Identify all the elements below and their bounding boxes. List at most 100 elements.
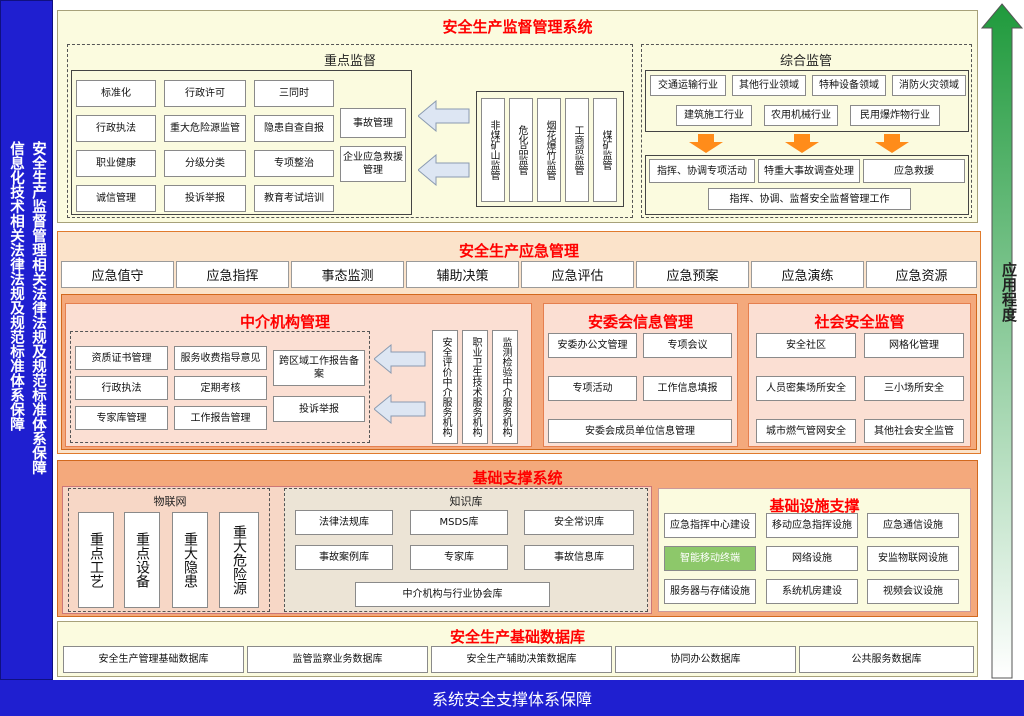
industry-item[interactable]: 烟花爆竹监管 [537,98,561,202]
emergency-title: 安全生产应急管理 [458,242,579,260]
emergency-tab[interactable]: 应急预案 [636,261,749,288]
database-item[interactable]: 安全生产管理基础数据库 [63,646,244,673]
committee-item[interactable]: 专项会议 [643,333,732,358]
agency-item[interactable]: 定期考核 [174,376,267,400]
social-item[interactable]: 安全社区 [756,333,856,358]
knowledge-item[interactable]: MSDS库 [410,510,508,535]
iot-item[interactable]: 重大危险源 [219,512,259,608]
social-item[interactable]: 城市燃气管网安全 [756,419,856,443]
agency-item[interactable]: 资质证书管理 [75,346,168,370]
comprehensive-item[interactable]: 特种设备领域 [812,75,886,96]
database-item[interactable]: 协同办公数据库 [615,646,796,673]
agency-item[interactable]: 行政执法 [75,376,168,400]
database-item[interactable]: 公共服务数据库 [799,646,974,673]
infra-item[interactable]: 应急指挥中心建设 [664,513,756,538]
comprehensive-item[interactable]: 建筑施工行业 [676,105,752,126]
key-item[interactable]: 隐患自查自报 [254,115,334,142]
database-item[interactable]: 安全生产辅助决策数据库 [431,646,612,673]
knowledge-item[interactable]: 安全常识库 [524,510,634,535]
key-item[interactable]: 专项整治 [254,150,334,177]
left-standards-bar: 安全生产监督管理相关法律法规及规范标准体系保障 信息化技术相关法律法规及规范标准… [0,0,53,680]
comprehensive-item[interactable]: 消防火灾领域 [892,75,966,96]
key-item[interactable]: 重大危险源监管 [164,115,246,142]
enterprise-rescue-management[interactable]: 企业应急救援管理 [340,146,406,182]
committee-title: 安委会信息管理 [587,313,693,331]
emergency-tab[interactable]: 应急值守 [61,261,174,288]
agency-org[interactable]: 职业卫生技术服务机构 [462,330,488,444]
command-item[interactable]: 指挥、协调专项活动 [649,159,755,183]
industry-item[interactable]: 煤矿监管 [593,98,617,202]
committee-item-wide[interactable]: 安委会成员单位信息管理 [548,419,732,443]
emergency-tab[interactable]: 应急演练 [751,261,864,288]
agency-item[interactable]: 服务收费指导意见 [174,346,267,370]
command-item[interactable]: 应急救援 [863,159,965,183]
knowledge-item[interactable]: 事故案例库 [295,545,393,570]
iot-item[interactable]: 重点工艺 [78,512,114,608]
social-item[interactable]: 三小场所安全 [864,376,964,401]
iot-title: 物联网 [153,495,187,508]
key-item[interactable]: 行政许可 [164,80,246,107]
key-item[interactable]: 三同时 [254,80,334,107]
infra-item[interactable]: 安监物联网设施 [867,546,959,571]
emergency-tab[interactable]: 应急评估 [521,261,634,288]
committee-item[interactable]: 专项活动 [548,376,637,401]
agency-item[interactable]: 工作报告管理 [174,406,267,430]
key-item[interactable]: 职业健康 [76,150,156,177]
comprehensive-item[interactable]: 交通运输行业 [650,75,726,96]
bottom-security-bar: 系统安全支撑体系保障 [0,680,1024,716]
industry-item[interactable]: 工商贸监管 [565,98,589,202]
agency-org[interactable]: 监测检验中介服务机构 [492,330,518,444]
infra-item[interactable]: 应急通信设施 [867,513,959,538]
key-item[interactable]: 投诉举报 [164,185,246,212]
iot-item[interactable]: 重大隐患 [172,512,208,608]
arrow-left-icon [418,100,470,132]
emergency-tab[interactable]: 辅助决策 [406,261,519,288]
comprehensive-supervision-title: 综合监管 [779,54,832,69]
database-item[interactable]: 监管监察业务数据库 [247,646,428,673]
key-supervision-title: 重点监督 [323,54,376,69]
agency-side-item[interactable]: 投诉举报 [273,396,365,422]
key-item[interactable]: 分级分类 [164,150,246,177]
committee-item[interactable]: 安委办公文管理 [548,333,637,358]
comprehensive-item[interactable]: 农用机械行业 [764,105,838,126]
social-item[interactable]: 其他社会安全监管 [864,419,964,443]
industry-item[interactable]: 非煤矿山监管 [481,98,505,202]
infra-item[interactable]: 视频会议设施 [867,579,959,604]
key-item[interactable]: 行政执法 [76,115,156,142]
emergency-tab[interactable]: 事态监测 [291,261,404,288]
comprehensive-item[interactable]: 其他行业领域 [732,75,806,96]
supervision-title: 安全生产监督管理系统 [442,18,593,36]
key-item[interactable]: 诚信管理 [76,185,156,212]
arrow-down-icon [689,134,723,153]
knowledge-item-wide[interactable]: 中介机构与行业协会库 [355,582,550,607]
infra-item-highlight[interactable]: 智能移动终端 [664,546,756,571]
key-item[interactable]: 教育考试培训 [254,185,334,212]
application-level-label: 应用程度 [1000,262,1018,322]
knowledge-item[interactable]: 事故信息库 [524,545,634,570]
knowledge-item[interactable]: 专家库 [410,545,508,570]
comprehensive-industries [645,70,969,132]
emergency-tab[interactable]: 应急指挥 [176,261,289,288]
iot-item[interactable]: 重点设备 [124,512,160,608]
emergency-tab[interactable]: 应急资源 [866,261,977,288]
infra-item[interactable]: 系统机房建设 [766,579,858,604]
agency-org[interactable]: 安全评价中介服务机构 [432,330,458,444]
key-supervision-grid [71,70,412,215]
infra-item[interactable]: 网络设施 [766,546,858,571]
infra-item[interactable]: 服务器与存储设施 [664,579,756,604]
command-item-wide[interactable]: 指挥、协调、监督安全监督管理工作 [708,188,911,210]
social-item[interactable]: 人员密集场所安全 [756,376,856,401]
command-item[interactable]: 特重大事故调查处理 [758,159,860,183]
agency-item[interactable]: 专家库管理 [75,406,168,430]
iot-group [68,488,270,612]
knowledge-item[interactable]: 法律法规库 [295,510,393,535]
accident-management[interactable]: 事故管理 [340,108,406,138]
comprehensive-item[interactable]: 民用爆炸物行业 [850,105,940,126]
comprehensive-supervision-group [641,44,972,218]
social-item[interactable]: 网格化管理 [864,333,964,358]
committee-item[interactable]: 工作信息填报 [643,376,732,401]
agency-side-item[interactable]: 跨区域工作报告备案 [273,350,365,386]
infra-item[interactable]: 移动应急指挥设施 [766,513,858,538]
key-item[interactable]: 标准化 [76,80,156,107]
industry-item[interactable]: 危化品监管 [509,98,533,202]
